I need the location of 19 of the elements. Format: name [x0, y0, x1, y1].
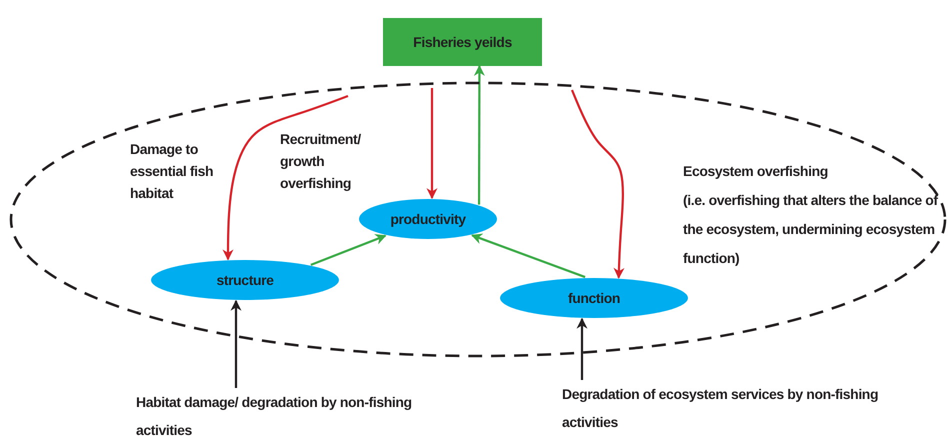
- node-label: Fisheries yeilds: [413, 33, 512, 51]
- annotation-text: (i.e. overfishing that alters the balance of the ecosystem, undermining ecosystem function): [683, 191, 939, 268]
- arrow: [570, 90, 624, 279]
- annotation-text: Ecosystem overfishing: [683, 162, 829, 181]
- annotation-text: Recruitment/ growth overfishing: [280, 130, 362, 193]
- arrow: [230, 300, 242, 388]
- arrow: [576, 318, 588, 380]
- arrow: [471, 234, 586, 278]
- node-label: function: [568, 289, 620, 307]
- node-label: structure: [216, 271, 274, 289]
- title-box: [383, 18, 542, 66]
- arrow: [474, 64, 485, 205]
- node-label: productivity: [390, 210, 466, 228]
- arrow: [310, 234, 386, 266]
- driver-text: Habitat damage/ degradation by non-fishing activities: [136, 393, 413, 440]
- arrow: [222, 94, 348, 260]
- driver-text: Degradation of ecosystem services by non-fishing activities: [562, 385, 880, 432]
- annotation-text: Damage to essential fish habitat: [130, 140, 214, 203]
- arrow: [426, 88, 438, 200]
